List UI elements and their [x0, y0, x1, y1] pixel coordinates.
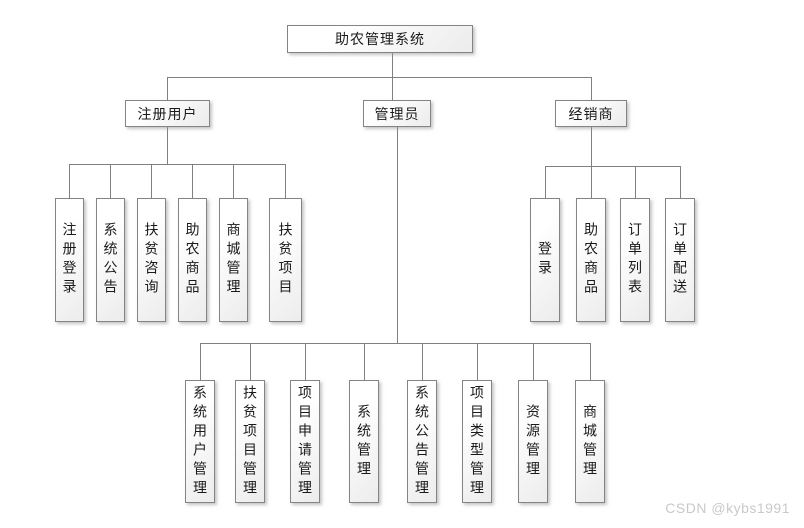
node-project-apply-mgmt: 项目申请管理: [290, 380, 320, 503]
connector-line: [392, 53, 393, 100]
node-label: 系统公告管理: [414, 384, 430, 499]
node-registered-user: 注册用户: [125, 100, 210, 127]
connector-line: [167, 127, 168, 164]
node-label: 扶贫项目: [277, 222, 294, 298]
node-label: 商城管理: [225, 222, 242, 298]
node-dealer: 经销商: [555, 100, 627, 127]
node-poverty-project-mgmt: 扶贫项目管理: [235, 380, 265, 503]
node-label: 经销商: [568, 105, 614, 122]
node-system-mgmt: 系统管理: [349, 380, 379, 503]
node-admin: 管理员: [363, 100, 431, 127]
connector-line: [364, 343, 365, 380]
node-root: 助农管理系统: [287, 25, 473, 53]
connector-line: [110, 164, 111, 198]
connector-line: [397, 127, 398, 343]
node-label: 订单列表: [627, 222, 643, 298]
connector-line: [305, 343, 306, 380]
connector-line: [591, 127, 592, 166]
connector-line: [285, 164, 286, 198]
node-label: 系统管理: [356, 403, 372, 480]
node-label: 资源管理: [525, 403, 541, 480]
node-system-announcement: 系统公告: [96, 198, 125, 322]
node-label: 扶贫咨询: [143, 222, 160, 298]
node-project-type-mgmt: 项目类型管理: [462, 380, 492, 503]
connector-line: [233, 164, 234, 198]
connector-line: [192, 164, 193, 198]
node-label: 项目申请管理: [297, 384, 313, 499]
node-mall-management: 商城管理: [219, 198, 248, 322]
connector-line: [635, 166, 636, 198]
connector-line: [545, 166, 546, 198]
node-label: 管理员: [374, 105, 420, 122]
watermark: CSDN @kybs1991: [665, 500, 790, 516]
node-poverty-consult: 扶贫咨询: [137, 198, 166, 322]
connector-line: [200, 343, 591, 344]
connector-line: [422, 343, 423, 380]
node-label: 登录: [537, 241, 553, 279]
node-agri-products: 助农商品: [178, 198, 207, 322]
node-order-delivery: 订单配送: [665, 198, 695, 322]
node-label: 助农商品: [184, 222, 201, 298]
connector-line: [167, 77, 168, 100]
connector-line: [69, 164, 70, 198]
node-order-list: 订单列表: [620, 198, 650, 322]
connector-line: [590, 343, 591, 380]
connector-line: [533, 343, 534, 380]
connector-line: [680, 166, 681, 198]
connector-line: [591, 166, 592, 198]
node-label: 助农管理系统: [335, 31, 425, 47]
node-label: 注册登录: [61, 222, 78, 298]
connector-line: [250, 343, 251, 380]
node-label: 系统公告: [102, 222, 119, 298]
node-resource-mgmt: 资源管理: [518, 380, 548, 503]
node-agri-products-dealer: 助农商品: [576, 198, 606, 322]
connector-line: [151, 164, 152, 198]
node-register-login: 注册登录: [55, 198, 84, 322]
node-label: 系统用户管理: [192, 384, 208, 499]
node-label: 项目类型管理: [469, 384, 485, 499]
connector-line: [477, 343, 478, 380]
connector-line: [591, 77, 592, 100]
node-login: 登录: [530, 198, 560, 322]
connector-line: [200, 343, 201, 380]
connector-line: [545, 166, 681, 167]
node-mall-mgmt: 商城管理: [575, 380, 605, 503]
node-label: 订单配送: [672, 222, 688, 298]
node-announcement-mgmt: 系统公告管理: [407, 380, 437, 503]
node-label: 注册用户: [137, 105, 198, 122]
node-label: 商城管理: [582, 403, 598, 480]
connector-line: [69, 164, 286, 165]
node-label: 助农商品: [583, 222, 599, 298]
node-system-user-mgmt: 系统用户管理: [185, 380, 215, 503]
node-label: 扶贫项目管理: [242, 384, 258, 499]
node-poverty-projects: 扶贫项目: [269, 198, 302, 322]
connector-line: [167, 77, 592, 78]
